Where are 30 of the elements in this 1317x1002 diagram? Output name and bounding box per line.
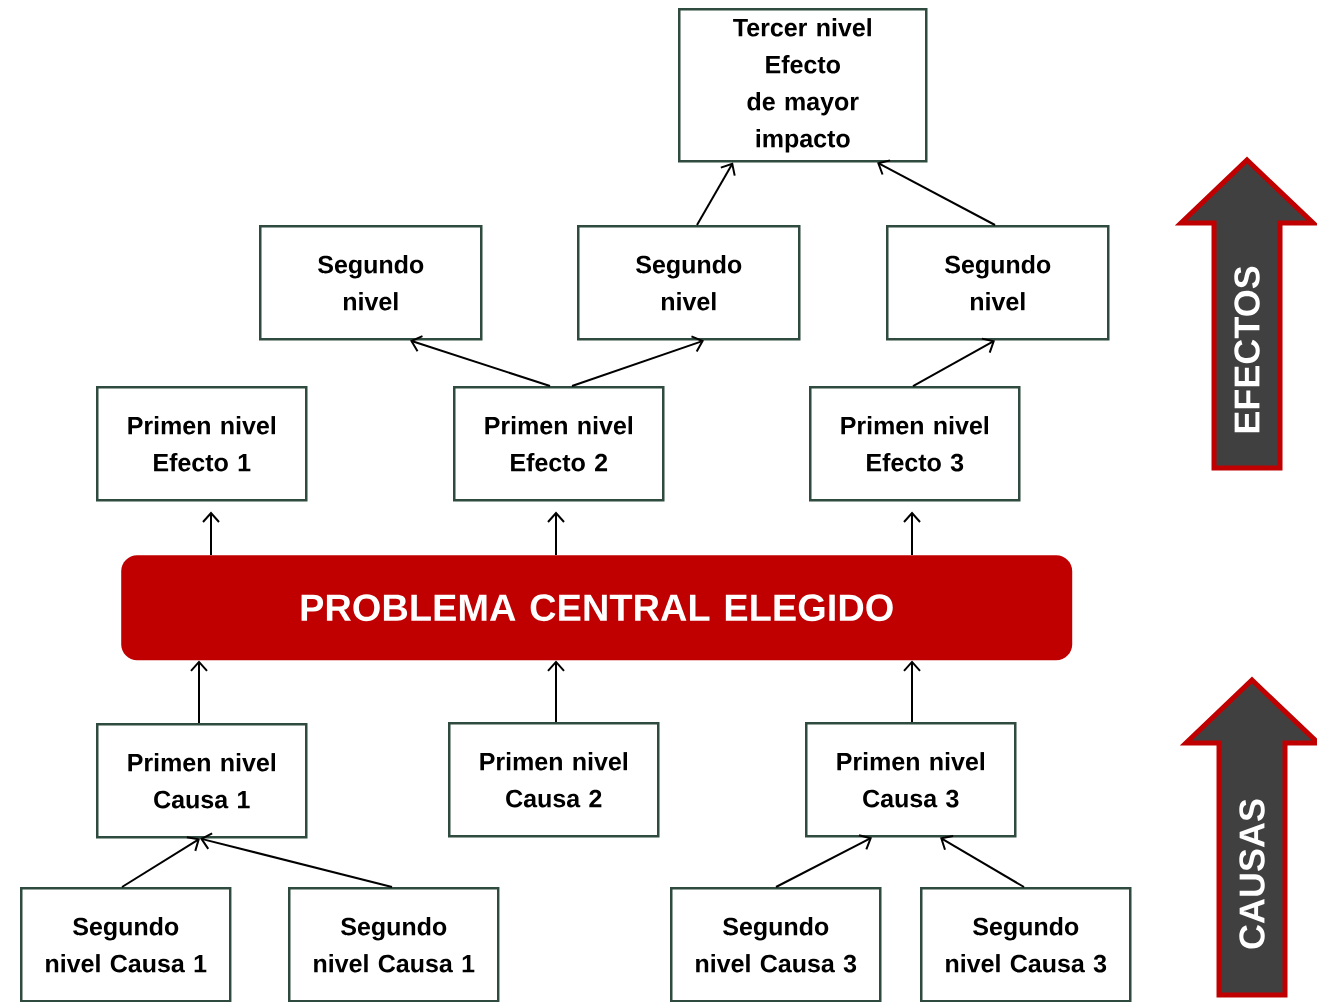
arrow <box>940 834 1025 888</box>
arrow <box>202 511 220 556</box>
arrow <box>410 335 551 387</box>
arrow <box>547 511 565 556</box>
text-box: Primen nivel Efecto 2 <box>453 386 665 502</box>
text-box: Segundo nivel Causa 1 <box>288 887 500 1002</box>
text-box: Primen nivel Efecto 3 <box>809 386 1021 502</box>
problem-banner: PROBLEMA CENTRAL ELEGIDO <box>121 555 1073 661</box>
arrow <box>696 162 736 226</box>
text-box: Primen nivel Efecto 1 <box>96 386 308 502</box>
text-box: Tercer nivel Efecto de mayor impacto <box>678 8 928 163</box>
arrow <box>877 159 996 226</box>
text-box: Segundo nivel <box>886 225 1110 341</box>
arrow <box>903 511 921 556</box>
arrow <box>190 660 208 724</box>
text-box: Primen nivel Causa 3 <box>805 722 1017 838</box>
text-box: Segundo nivel Causa 3 <box>670 887 882 1002</box>
arrow <box>571 335 704 387</box>
arrow <box>200 832 393 888</box>
arrow <box>903 660 921 723</box>
text-box: Primen nivel Causa 1 <box>96 723 308 839</box>
arrow <box>121 836 200 888</box>
text-box: Segundo nivel Causa 1 <box>20 887 232 1002</box>
arrow <box>547 660 565 723</box>
text-box: Segundo nivel <box>577 225 801 341</box>
arrow <box>912 337 995 387</box>
text-box: Primen nivel Causa 2 <box>448 722 660 838</box>
arrow <box>775 834 872 888</box>
text-box: Segundo nivel <box>259 225 483 341</box>
text-box: Segundo nivel Causa 3 <box>920 887 1132 1002</box>
